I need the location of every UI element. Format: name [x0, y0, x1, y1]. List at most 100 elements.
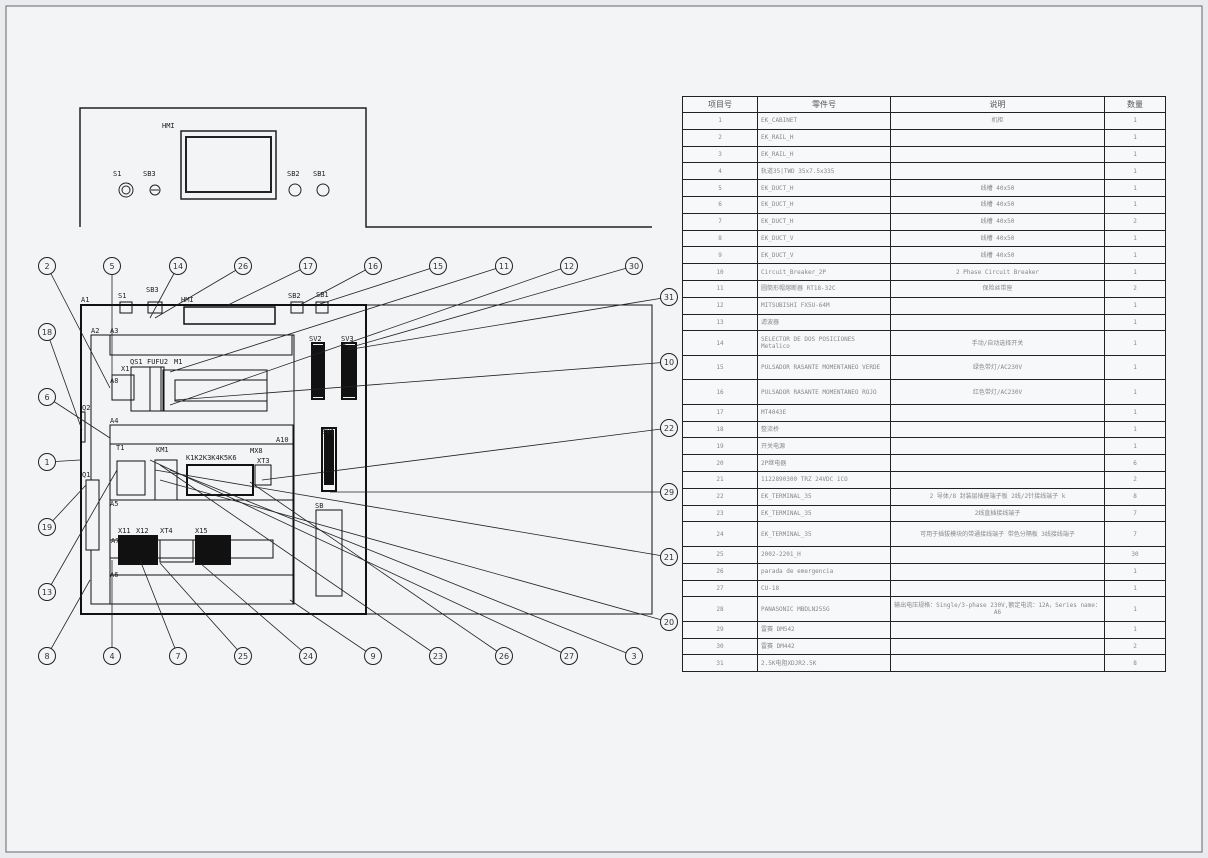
- bom-cell-part-no: EK_DUCT_H: [757, 212, 891, 231]
- balloon-bottom-26: 26: [499, 652, 509, 661]
- bom-cell-quantity: 1: [1104, 403, 1166, 422]
- balloon-circle: [660, 288, 678, 306]
- leader-line: [289, 599, 374, 657]
- bom-cell-quantity: 1: [1104, 437, 1166, 456]
- balloon-top-12: 12: [564, 262, 574, 271]
- balloon-top-15: 15: [433, 262, 443, 271]
- bom-cell-description: [890, 313, 1105, 332]
- bom-cell-quantity: 1: [1104, 596, 1166, 622]
- bom-cell-part-no: PULSADOR RASANTE MOMENTANEO ROJO: [757, 379, 891, 405]
- bom-cell-description: [890, 420, 1105, 439]
- sb1-label: SB1: [313, 170, 326, 178]
- bom-cell-quantity: 1: [1104, 420, 1166, 439]
- bom-cell-item-no: 21: [682, 471, 758, 489]
- bom-header-row: 项目号 零件号 说明 数量: [682, 96, 1166, 113]
- bom-cell-part-no: PULSADOR RASANTE MOMENTANEO VERDE: [757, 354, 891, 381]
- bom-cell-description: [890, 654, 1105, 673]
- balloon-circle: [364, 257, 382, 275]
- bom-cell-description: 2 导体/8 封装层插座端子板 2线/2针接线端子 k: [890, 487, 1105, 506]
- bom-cell-description: 输出电压规格：Single/3-phase 230V,额定电流：12A，Seri…: [890, 596, 1105, 622]
- balloon-top-11: 11: [499, 262, 509, 271]
- bom-cell-item-no: 22: [682, 487, 758, 506]
- bom-cell-quantity: 1: [1104, 229, 1166, 248]
- component-label-x11: X11: [118, 527, 131, 535]
- bom-cell-part-no: EK_RAIL_H: [757, 128, 891, 147]
- balloon-circle: [625, 257, 643, 275]
- bom-cell-item-no: 27: [682, 579, 758, 598]
- bom-cell-description: 2线直插接线端子: [890, 504, 1105, 523]
- leader-line: [159, 479, 670, 623]
- balloon-left-13: 13: [42, 588, 52, 597]
- balloon-circle: [660, 548, 678, 566]
- balloon-circle: [660, 483, 678, 501]
- bom-cell-part-no: 2.5K电阻XDJR2.5K: [757, 654, 891, 673]
- front-panel-view: [79, 107, 652, 228]
- bom-cell-part-no: 轨道35|TWD 35x7.5x335: [757, 162, 891, 181]
- bom-cell-quantity: 7: [1104, 521, 1166, 547]
- leader-line: [345, 296, 670, 351]
- leader-line: [159, 464, 439, 657]
- bom-cell-description: 保险丝带座: [890, 279, 1105, 298]
- balloon-circle: [429, 257, 447, 275]
- bom-cell-part-no: Circuit_Breaker_2P: [757, 263, 891, 281]
- bom-cell-item-no: 16: [682, 379, 758, 405]
- balloon-bottom-3: 3: [631, 652, 636, 661]
- sb2-label: SB2: [287, 170, 300, 178]
- bom-cell-item-no: 30: [682, 637, 758, 656]
- balloon-top-26: 26: [238, 262, 248, 271]
- leader-line: [46, 469, 118, 593]
- component-label-q2: Q2: [82, 404, 90, 412]
- bom-cell-description: 线槽 40x50: [890, 195, 1105, 214]
- component-label-s1: S1: [118, 292, 126, 300]
- balloon-bottom-4: 4: [109, 652, 114, 661]
- component-label-a8: A8: [110, 377, 118, 385]
- leader-line: [149, 265, 179, 319]
- balloon-circle: [625, 647, 643, 665]
- bom-cell-description: [890, 562, 1105, 581]
- leader-line: [46, 331, 83, 431]
- bom-cell-part-no: 开关电源: [757, 437, 891, 456]
- bom-cell-part-no: 圆筒形帽熔断器 RT18-32C: [757, 279, 891, 298]
- bom-cell-item-no: 23: [682, 504, 758, 523]
- component-label-x12: X12: [136, 527, 149, 535]
- component-label-xt4: XT4: [160, 527, 173, 535]
- bom-cell-description: 可用于插拔模块的带通接线端子 带色分隔板 3线接线端子: [890, 521, 1105, 547]
- component-label-a6: A6: [110, 571, 118, 579]
- leader-line: [139, 559, 179, 657]
- component-label-km1: KM1: [156, 446, 169, 454]
- bom-cell-quantity: 1: [1104, 579, 1166, 598]
- bom-cell-part-no: EK_TERMINAL_35: [757, 521, 891, 547]
- component-label-xt3: XT3: [257, 457, 270, 465]
- bom-cell-description: 线槽 40x50: [890, 246, 1105, 265]
- bom-cell-quantity: 30: [1104, 545, 1166, 564]
- component-label-a1: A1: [81, 296, 89, 304]
- balloon-circle: [38, 518, 56, 536]
- balloon-bottom-23: 23: [433, 652, 443, 661]
- balloon-left-1: 1: [44, 458, 49, 467]
- bom-cell-part-no: EK_DUCT_V: [757, 246, 891, 265]
- bom-cell-part-no: EK_TERMINAL_35: [757, 487, 891, 506]
- balloon-circle: [364, 647, 382, 665]
- balloon-circle: [234, 647, 252, 665]
- leader-line: [46, 396, 111, 439]
- bom-cell-part-no: 整流桥: [757, 420, 891, 439]
- bom-cell-item-no: 1: [682, 112, 758, 130]
- balloon-circle: [660, 353, 678, 371]
- bom-cell-quantity: 1: [1104, 145, 1166, 164]
- bom-cell-part-no: EK_DUCT_V: [757, 229, 891, 248]
- bom-cell-item-no: 18: [682, 420, 758, 439]
- bom-cell-quantity: 1: [1104, 263, 1166, 281]
- bom-cell-item-no: 25: [682, 545, 758, 564]
- component-label-a7: A7: [111, 537, 119, 545]
- leader-line: [154, 265, 244, 319]
- terminal-blocks: [118, 345, 355, 565]
- bom-cell-quantity: 2: [1104, 471, 1166, 489]
